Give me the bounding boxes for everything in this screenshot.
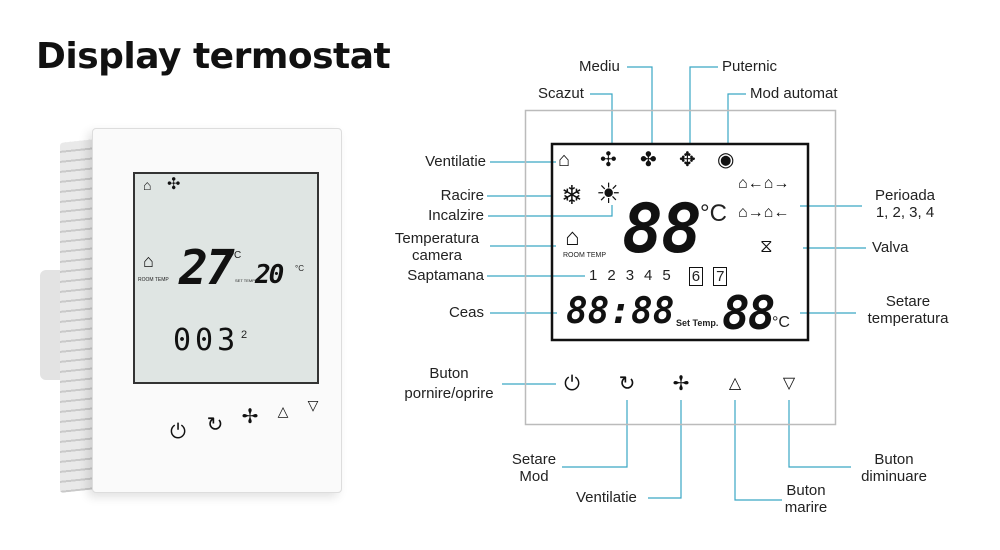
photo-up-button: △ bbox=[277, 403, 289, 419]
label-valva: Valva bbox=[872, 239, 909, 256]
label-line: Buton bbox=[786, 482, 826, 499]
clock-digits: 88:88 bbox=[566, 291, 675, 332]
up-button[interactable]: △ bbox=[728, 375, 742, 392]
main-temp-unit: °C bbox=[700, 200, 727, 227]
photo-mode-button: ↻ bbox=[206, 414, 224, 436]
label-saptamana: Saptamana bbox=[407, 267, 484, 284]
photo-fan-button: ✢ bbox=[241, 406, 259, 428]
room-temp-label: ROOM TEMP bbox=[563, 252, 607, 259]
label-line: Perioada bbox=[874, 187, 936, 204]
label-line: pornire/oprire bbox=[404, 385, 494, 402]
day-2: 2 bbox=[607, 267, 616, 284]
label-line: temperatura bbox=[867, 310, 949, 327]
down-button[interactable]: ▽ bbox=[782, 375, 796, 392]
room-temp-house-icon: ⌂ bbox=[565, 224, 580, 251]
day-3: 3 bbox=[625, 267, 635, 284]
label-line: diminuare bbox=[861, 468, 927, 485]
label-racire: Racire bbox=[440, 187, 484, 204]
day-1: 1 bbox=[589, 267, 598, 284]
set-temp-unit: °C bbox=[772, 314, 790, 331]
valve-icon: ⧖ bbox=[760, 236, 773, 256]
set-temp-label: SET TEMP bbox=[235, 278, 255, 283]
day-4: 4 bbox=[644, 267, 653, 284]
ventilation-house-icon: ⌂ bbox=[143, 177, 152, 193]
label-ceas: Ceas bbox=[448, 304, 484, 321]
label-line: camera bbox=[411, 247, 463, 264]
period-icons-row-1: ⌂←⌂→ bbox=[738, 175, 790, 192]
label-incalzire: Incalzire bbox=[428, 207, 484, 224]
photo-power-button: ⏻ bbox=[170, 421, 186, 443]
main-temp-digits: 88 bbox=[622, 190, 702, 269]
sun-icon: ☀ bbox=[596, 178, 622, 209]
set-temp-label: Set Temp. bbox=[676, 318, 719, 328]
snowflake-icon: ❄ bbox=[561, 180, 583, 210]
fan-medium-icon: ✤ bbox=[640, 149, 657, 171]
day-value: 2 bbox=[241, 329, 248, 341]
page-title: Display termostat bbox=[36, 36, 391, 77]
day-5: 5 bbox=[662, 267, 671, 284]
label-mediu: Mediu bbox=[579, 58, 620, 75]
day-6: 6 bbox=[688, 267, 704, 286]
label-line: Mod bbox=[519, 468, 549, 485]
label-ventilatie-button: Ventilatie bbox=[576, 489, 637, 506]
label-setare-mod: Setare Mod bbox=[508, 451, 560, 485]
label-ventilatie: Ventilatie bbox=[425, 153, 486, 170]
label-scazut: Scazut bbox=[538, 85, 584, 102]
room-temp-unit: °C bbox=[230, 250, 242, 261]
power-button[interactable]: ⏻ bbox=[564, 373, 580, 395]
label-line: Setare bbox=[511, 451, 557, 468]
period-icons-row-2: ⌂→⌂← bbox=[738, 204, 790, 221]
label-buton-diminuare: Buton diminuare bbox=[852, 451, 936, 485]
fan-low-icon: ✣ bbox=[167, 176, 181, 193]
set-temp-unit: °C bbox=[295, 264, 304, 273]
fan-button[interactable]: ✢ bbox=[672, 373, 690, 395]
set-temp-digits: 88 bbox=[722, 286, 775, 340]
fan-high-icon: ✥ bbox=[679, 149, 696, 171]
label-line: Buton bbox=[874, 451, 914, 468]
room-temp-house-icon: ⌂ bbox=[143, 251, 154, 271]
device-lcd: ⌂ ✣ ⌂ ROOM TEMP 27 °C SET TEMP 20 °C 003… bbox=[133, 172, 319, 384]
label-line: 1, 2, 3, 4 bbox=[875, 204, 935, 221]
label-line: Buton bbox=[429, 365, 469, 382]
label-puternic: Puternic bbox=[722, 58, 778, 75]
photo-down-button: ▽ bbox=[307, 397, 319, 413]
label-mod-automat: Mod automat bbox=[750, 85, 838, 102]
mode-button[interactable]: ↻ bbox=[618, 373, 636, 395]
label-line: Setare bbox=[885, 293, 931, 310]
label-temperatura-camera: Temperatura camera bbox=[386, 230, 488, 264]
clock-value: 003 bbox=[173, 323, 240, 358]
ventilation-house-icon: ⌂ bbox=[558, 149, 571, 171]
fan-low-icon: ✣ bbox=[600, 149, 617, 171]
label-perioada: Perioada 1, 2, 3, 4 bbox=[862, 187, 948, 221]
auto-mode-icon: ◉ bbox=[717, 149, 735, 171]
label-setare-temperatura: Setare temperatura bbox=[858, 293, 958, 327]
set-temp-value: 20 bbox=[255, 260, 284, 290]
room-temp-label: ROOM TEMP bbox=[138, 277, 169, 283]
label-line: marire bbox=[784, 499, 828, 516]
weekday-row: 1 2 3 4 5 6 7 bbox=[589, 267, 728, 286]
room-temp-value: 27 bbox=[179, 240, 235, 296]
day-7: 7 bbox=[713, 267, 728, 286]
label-buton-marire: Buton marire bbox=[782, 482, 830, 516]
label-line: Temperatura bbox=[394, 230, 480, 247]
label-buton-pornire: Buton pornire/oprire bbox=[396, 365, 502, 402]
